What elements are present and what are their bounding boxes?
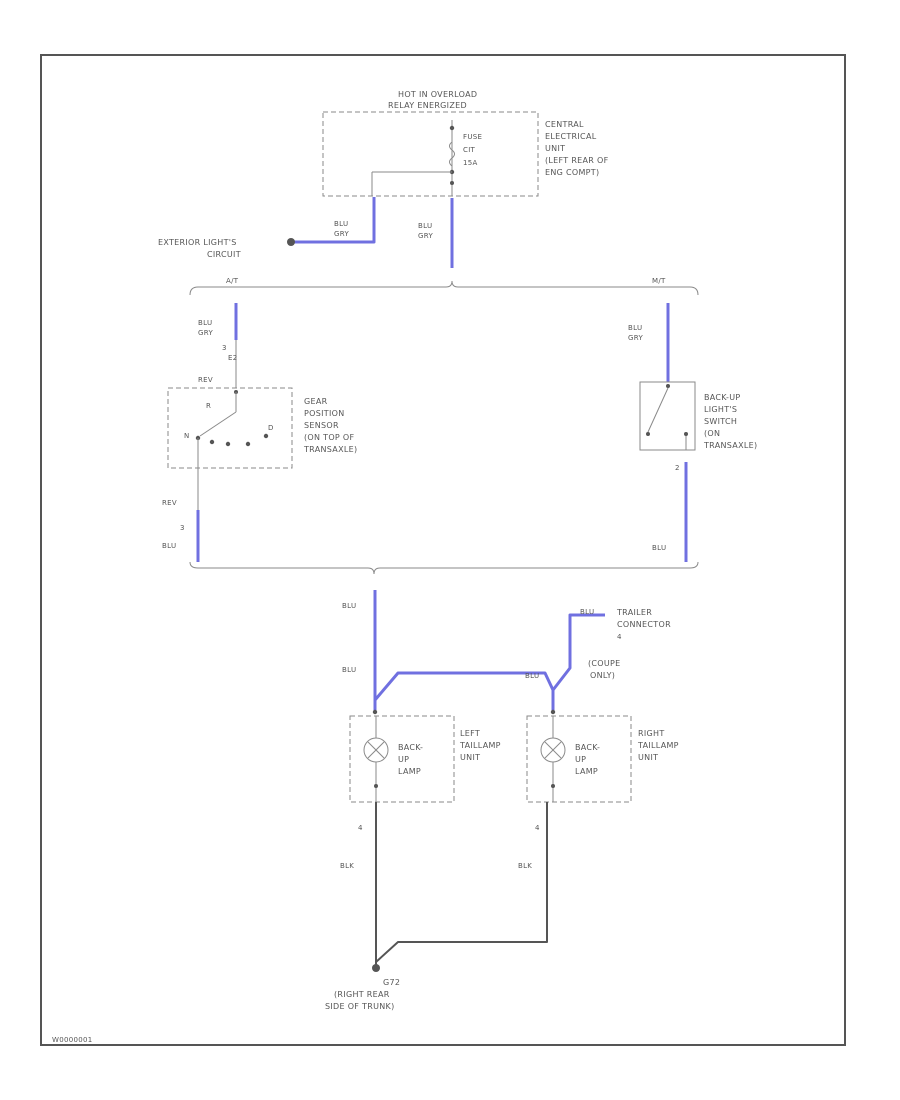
main-feed-wire: BLU GRY [418, 198, 454, 268]
gps-rev-out: REV [162, 499, 177, 507]
left-lamp-line3: LAMP [398, 767, 421, 776]
gps-pin-top: 3 [222, 344, 227, 352]
gps-pin-d: D [268, 424, 274, 432]
left-unit-line1: LEFT [460, 729, 480, 738]
diagram-frame [40, 54, 846, 1046]
ceu-label-line4: (LEFT REAR OF [545, 156, 609, 165]
right-unit-line2: TAILLAMP [637, 741, 679, 750]
left-ground-wire: BLK [340, 862, 354, 870]
exterior-wire-color-2: GRY [334, 230, 349, 238]
left-lamp-line2: UP [398, 755, 409, 764]
bls-label-line2: LIGHT'S [704, 405, 737, 414]
gear-position-sensor: BLU GRY 3 E2 REV R N D GEAR POSITION SEN… [162, 303, 357, 562]
exterior-lights-label-line1: EXTERIOR LIGHT'S [158, 238, 237, 247]
gps-pin-r: R [206, 402, 211, 410]
gps-out-wire: BLU [162, 542, 176, 550]
ceu-label-line2: ELECTRICAL [545, 132, 597, 141]
gps-label-line5: TRANSAXLE) [303, 445, 357, 454]
right-lamp-line2: UP [575, 755, 586, 764]
fuse-header-line2: RELAY ENERGIZED [388, 101, 467, 110]
ground-point: G72 (RIGHT REAR SIDE OF TRUNK) [325, 964, 400, 1011]
diagram-code: W0000001 [52, 1036, 93, 1044]
right-taillamp-unit: BACK- UP LAMP RIGHT TAILLAMP UNIT 4 BLK [375, 715, 679, 963]
coupe-label-line2: ONLY) [590, 671, 615, 680]
bls-label-line5: TRANSAXLE) [703, 441, 757, 450]
gps-label-line4: (ON TOP OF [304, 433, 354, 442]
main-wire-color-1: BLU [418, 222, 432, 230]
join-bracket [189, 561, 699, 575]
ground-line1: (RIGHT REAR [334, 990, 390, 999]
trailer-label-line1: TRAILER [616, 608, 652, 617]
ceu-label-line3: UNIT [545, 144, 565, 153]
fuse-label-3: 15A [463, 159, 478, 167]
right-lamp-pin: 4 [535, 824, 540, 832]
trailer-pin: 4 [617, 633, 622, 641]
split-left-label: A/T [226, 277, 239, 285]
gps-label-line1: GEAR [304, 397, 328, 406]
exterior-wire-color-1: BLU [334, 220, 348, 228]
bls-out-wire: BLU [652, 544, 666, 552]
trailer-label-line2: CONNECTOR [617, 620, 671, 629]
right-unit-line1: RIGHT [638, 729, 665, 738]
gps-label-line3: SENSOR [304, 421, 339, 430]
main-wire-color-2: GRY [418, 232, 433, 240]
gps-pin-bottom: 3 [180, 524, 185, 532]
fuse-label-1: FUSE [463, 133, 482, 141]
right-lamp-line1: BACK- [575, 743, 600, 752]
fuse-label-2: CIT [463, 146, 476, 154]
gps-wire-color-1: BLU [198, 319, 212, 327]
trailer-wire: BLU [580, 608, 594, 616]
split-right-label: M/T [652, 277, 666, 285]
left-unit-line2: TAILLAMP [459, 741, 501, 750]
gps-pin-top2: E2 [228, 354, 237, 362]
left-taillamp-unit: BACK- UP LAMP LEFT TAILLAMP UNIT 4 BLK [340, 715, 501, 968]
right-ground-wire: BLK [518, 862, 532, 870]
exterior-lights-label-line2: CIRCUIT [207, 250, 241, 259]
left-unit-line3: UNIT [460, 753, 480, 762]
right-unit-line3: UNIT [638, 753, 658, 762]
coupe-label-line1: (COUPE [588, 659, 621, 668]
lower-wire-b: BLU [342, 666, 356, 674]
backup-light-switch: BLU GRY BACK-UP LIGHT'S SWITCH (ON TRANS… [628, 303, 757, 562]
bls-wire-color-2: GRY [628, 334, 643, 342]
bls-label-line4: (ON [704, 429, 720, 438]
exterior-lights-circuit: EXTERIOR LIGHT'S CIRCUIT BLU GRY [158, 197, 376, 259]
right-lamp-line3: LAMP [575, 767, 598, 776]
ground-line2: SIDE OF TRUNK) [325, 1002, 395, 1011]
option-split-bracket: A/T M/T [189, 277, 699, 296]
bls-label-line3: SWITCH [704, 417, 737, 426]
bls-pin-bottom: 2 [675, 464, 680, 472]
ceu-label-line5: ENG COMPT) [545, 168, 599, 177]
gps-wire-color-2: GRY [198, 329, 213, 337]
lower-harness: BLU BLU BLU BLU TRAILER CONNECTOR 4 (COU… [342, 590, 671, 715]
lower-wire-a: BLU [342, 602, 356, 610]
fuse-header-line1: HOT IN OVERLOAD [398, 90, 477, 99]
left-lamp-pin: 4 [358, 824, 363, 832]
bls-wire-color-1: BLU [628, 324, 642, 332]
lower-wire-c: BLU [525, 672, 539, 680]
gps-rev-label: REV [198, 376, 213, 384]
gps-pin-n: N [184, 432, 190, 440]
left-lamp-line1: BACK- [398, 743, 423, 752]
bls-label-line1: BACK-UP [704, 393, 740, 402]
ground-id: G72 [383, 978, 400, 987]
central-electrical-unit: HOT IN OVERLOAD RELAY ENERGIZED FUSE CIT… [322, 90, 609, 197]
gps-label-line2: POSITION [304, 409, 345, 418]
ceu-label-line1: CENTRAL [545, 120, 584, 129]
